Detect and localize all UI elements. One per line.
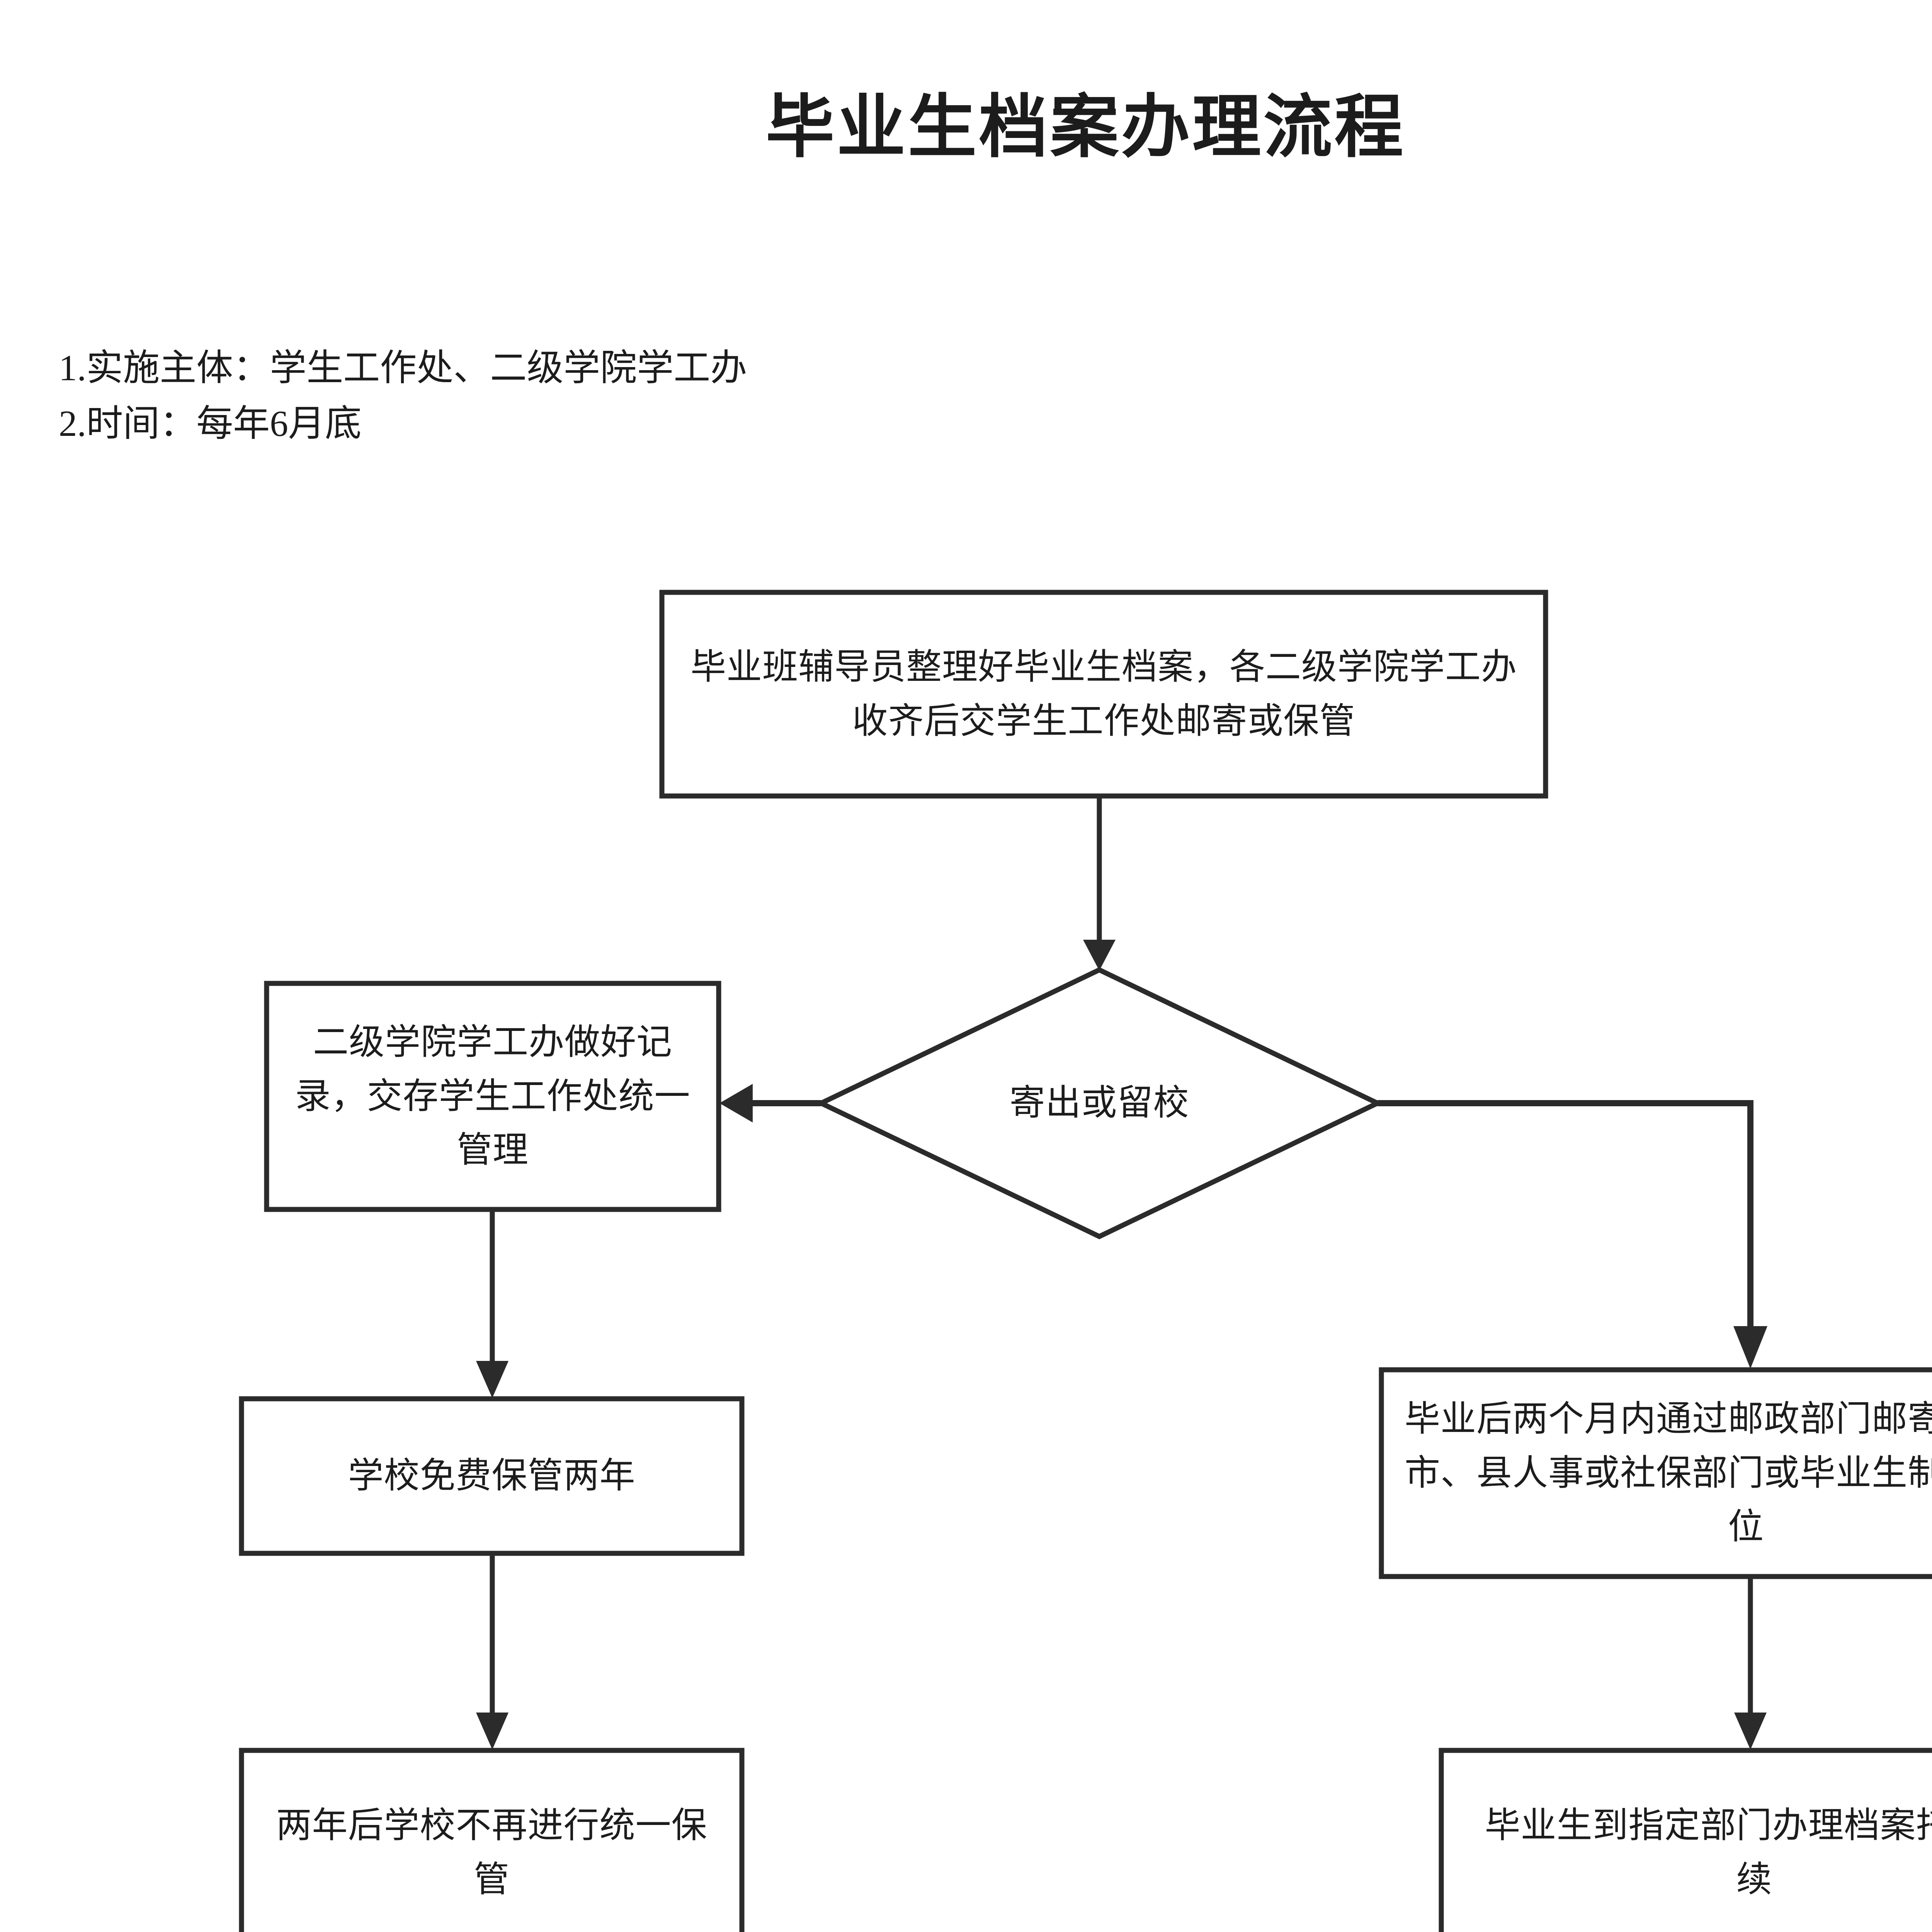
node-n5[interactable] (242, 1750, 742, 1932)
node-n2-shape[interactable] (815, 967, 1384, 1240)
edge-n6-to-n7 (1734, 1577, 1767, 1750)
edge-n4-to-n5 (476, 1553, 509, 1750)
edge-n3-to-n4 (476, 1209, 509, 1398)
intro-line-time: 2.时间：每年6月底 (59, 403, 362, 444)
page-title: 毕业生档案办理流程 (765, 88, 1406, 165)
node-n2[interactable] (821, 970, 1378, 1236)
node-n4[interactable] (242, 1399, 742, 1553)
node-n6[interactable] (1381, 1370, 1932, 1577)
edge-n2-to-n3 (719, 1084, 821, 1122)
intro-line-subject: 1.实施主体：学生工作处、二级学院学工办 (59, 347, 747, 388)
node-n6-shape[interactable] (1379, 1367, 1932, 1579)
node-n1-shape[interactable] (659, 590, 1548, 799)
edge-n1-to-n2 (1083, 796, 1116, 971)
node-n3[interactable] (267, 983, 719, 1209)
intro-notes: 1.实施主体：学生工作处、二级学院学工办 2.时间：每年6月底 (59, 340, 1372, 452)
node-n7[interactable] (1441, 1750, 1932, 1932)
edge-n2-to-n6 (1378, 1100, 1767, 1369)
node-n1[interactable] (662, 592, 1546, 796)
node-n5-shape[interactable] (239, 1748, 745, 1932)
node-n7-shape[interactable] (1439, 1748, 1932, 1932)
